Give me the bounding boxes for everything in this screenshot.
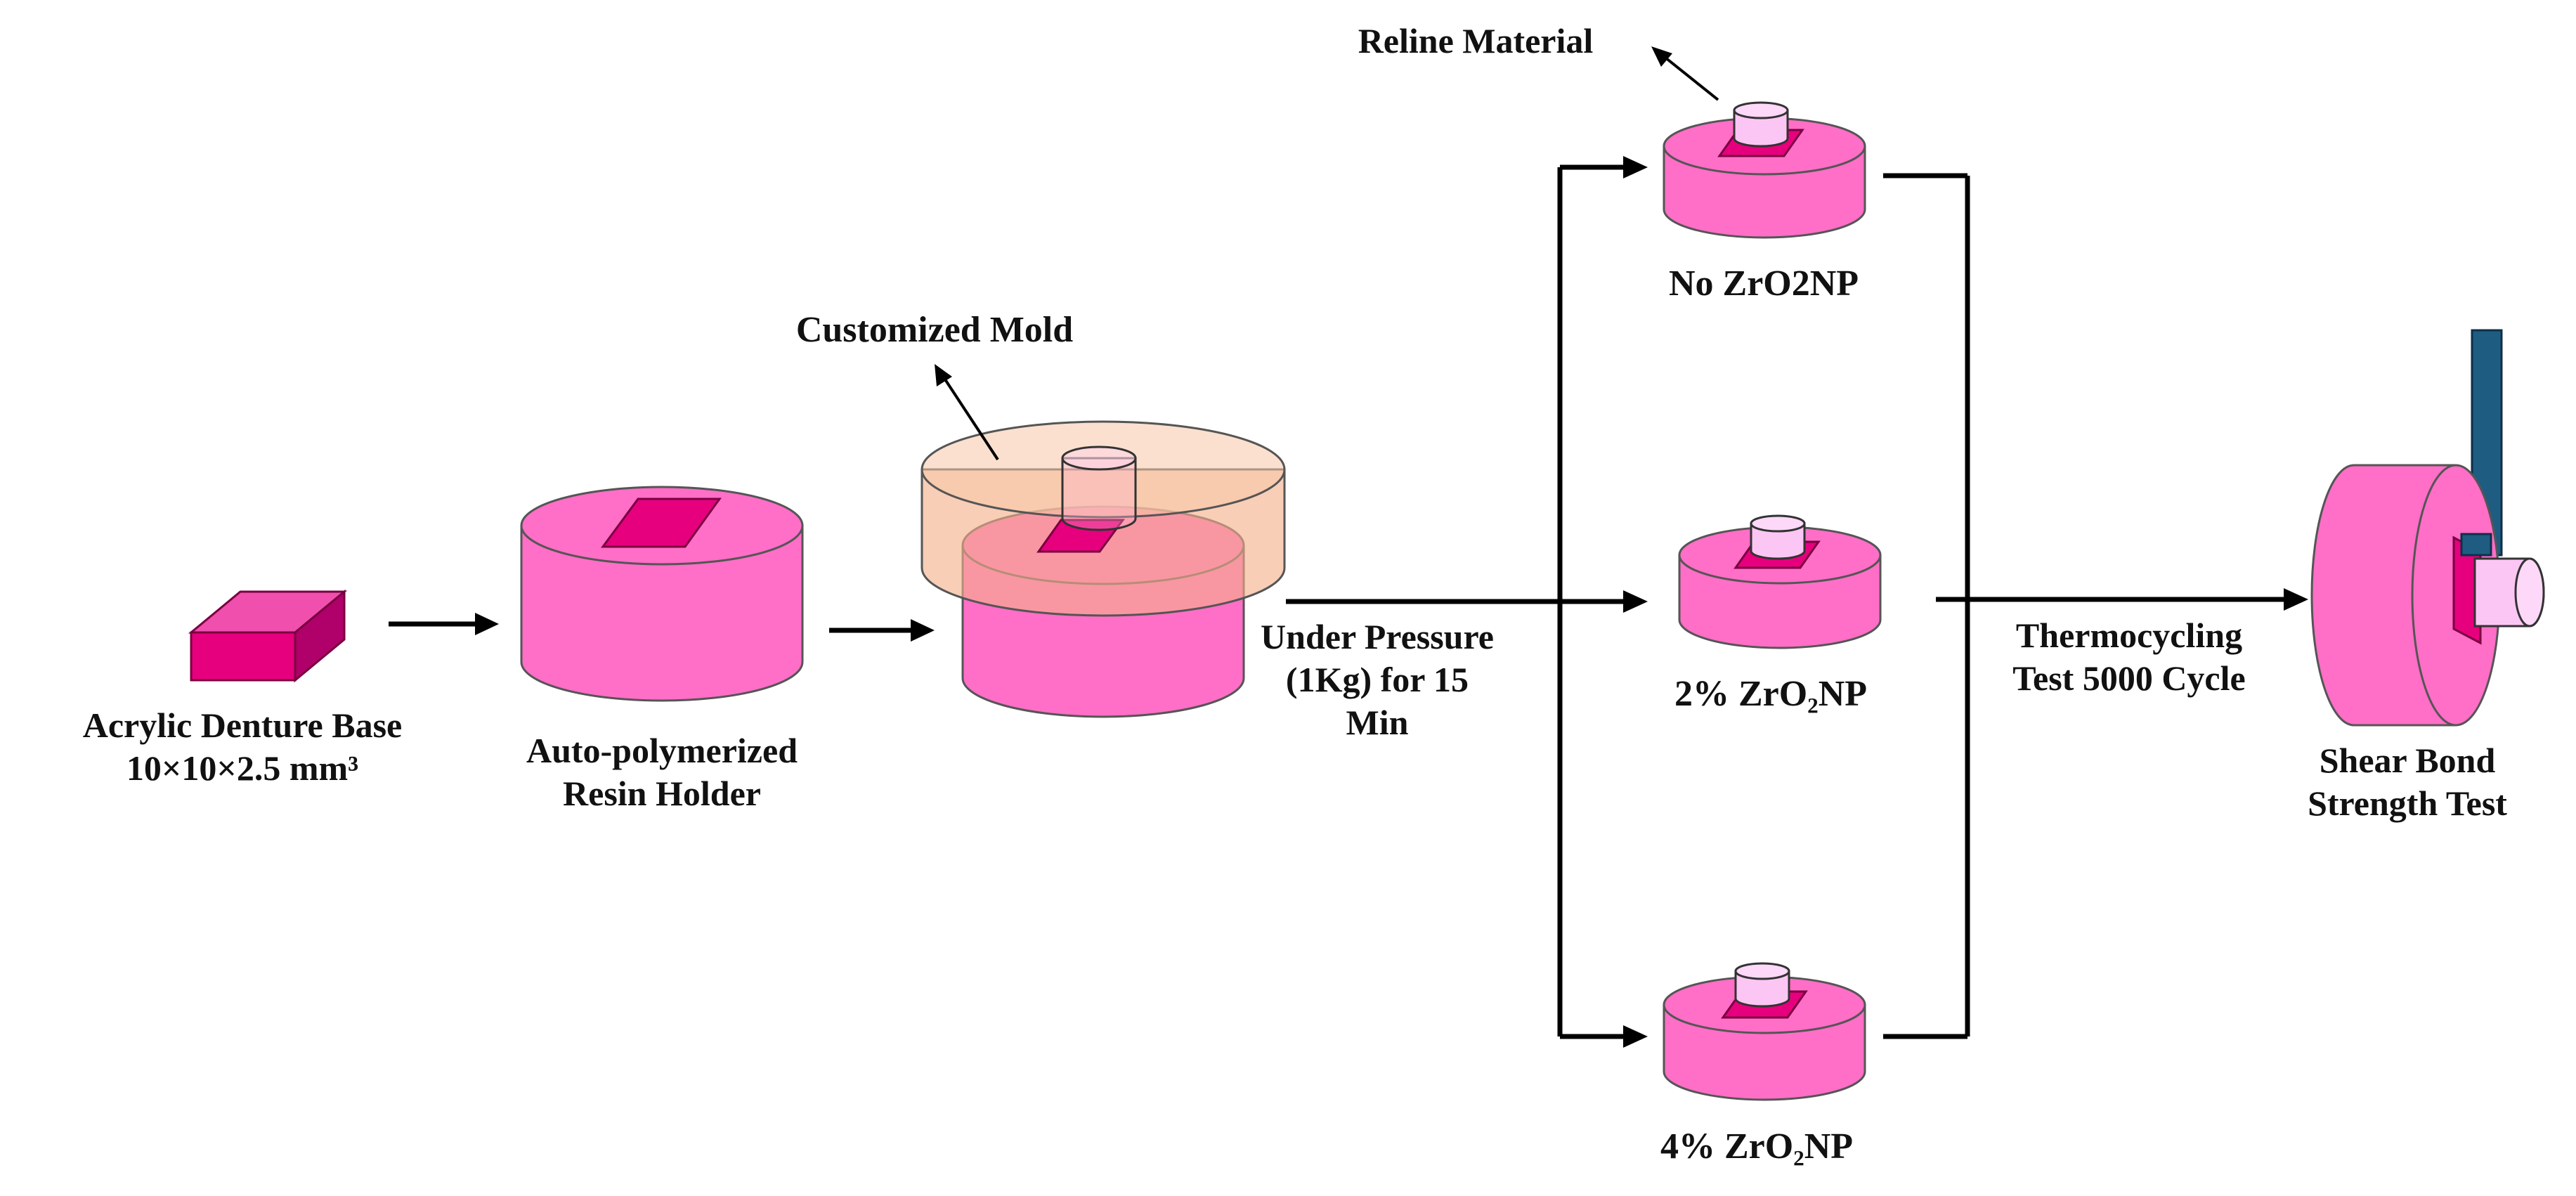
resin-holder-icon — [520, 486, 804, 702]
reline-pointer-arrow — [1651, 46, 1719, 101]
resin-holder-line1: Auto-polymerized — [526, 731, 798, 770]
mold-pointer-arrow — [935, 364, 999, 461]
denture-base-title: Acrylic Denture Base — [82, 706, 403, 745]
shear-test-line1: Shear Bond — [2319, 741, 2496, 780]
reline-material-text: Reline Material — [1358, 21, 1594, 60]
merge-connectors — [1883, 173, 2284, 1039]
specimen-no-zro2np-icon — [1663, 101, 1866, 239]
resin-holder-label: Auto-polymerized Resin Holder — [451, 729, 873, 815]
customized-mold-label: Customized Mold — [703, 308, 1166, 352]
group-none-text: No ZrO2NP — [1668, 264, 1859, 304]
resin-holder-line2: Resin Holder — [563, 774, 761, 813]
branch-arrowheads — [1623, 156, 1648, 1048]
acrylic-block-icon — [188, 589, 348, 683]
specimen-4pct-zro2np-icon — [1663, 962, 1866, 1101]
group-4pct-text: 4% ZrO₂NP — [1660, 1126, 1854, 1166]
group-2pct-label: 2% ZrO₂NP — [1581, 672, 1960, 716]
group-none-label: No ZrO2NP — [1574, 261, 1953, 306]
group-2pct-text: 2% ZrO₂NP — [1674, 674, 1868, 714]
customized-mold-icon — [921, 420, 1286, 718]
shear-test-line2: Strength Test — [2308, 784, 2507, 823]
thermocycling-line1: Thermocycling — [2015, 616, 2243, 655]
thermocycling-label: Thermocycling Test 5000 Cycle — [1946, 614, 2312, 700]
shear-test-icon — [2310, 329, 2545, 727]
thermocycling-line2: Test 5000 Cycle — [2012, 658, 2246, 698]
pressure-label: Under Pressure (1Kg) for 15 Min — [1223, 616, 1532, 744]
reline-material-label: Reline Material — [1286, 20, 1665, 63]
denture-base-label: Acrylic Denture Base 10×10×2.5 mm³ — [0, 704, 485, 790]
merge-arrowhead — [2284, 588, 2308, 611]
denture-base-size: 10×10×2.5 mm³ — [126, 748, 359, 788]
pressure-line3: Min — [1346, 703, 1409, 742]
group-4pct-label: 4% ZrO₂NP — [1567, 1124, 1946, 1169]
pressure-line1: Under Pressure — [1261, 617, 1494, 656]
branch-connectors — [1286, 164, 1625, 1039]
arrow-2 — [829, 619, 935, 642]
specimen-2pct-zro2np-icon — [1678, 514, 1882, 649]
customized-mold-text: Customized Mold — [795, 310, 1074, 350]
arrow-1 — [389, 613, 499, 635]
shear-test-label: Shear Bond Strength Test — [2246, 739, 2569, 825]
pressure-line2: (1Kg) for 15 — [1285, 660, 1469, 699]
